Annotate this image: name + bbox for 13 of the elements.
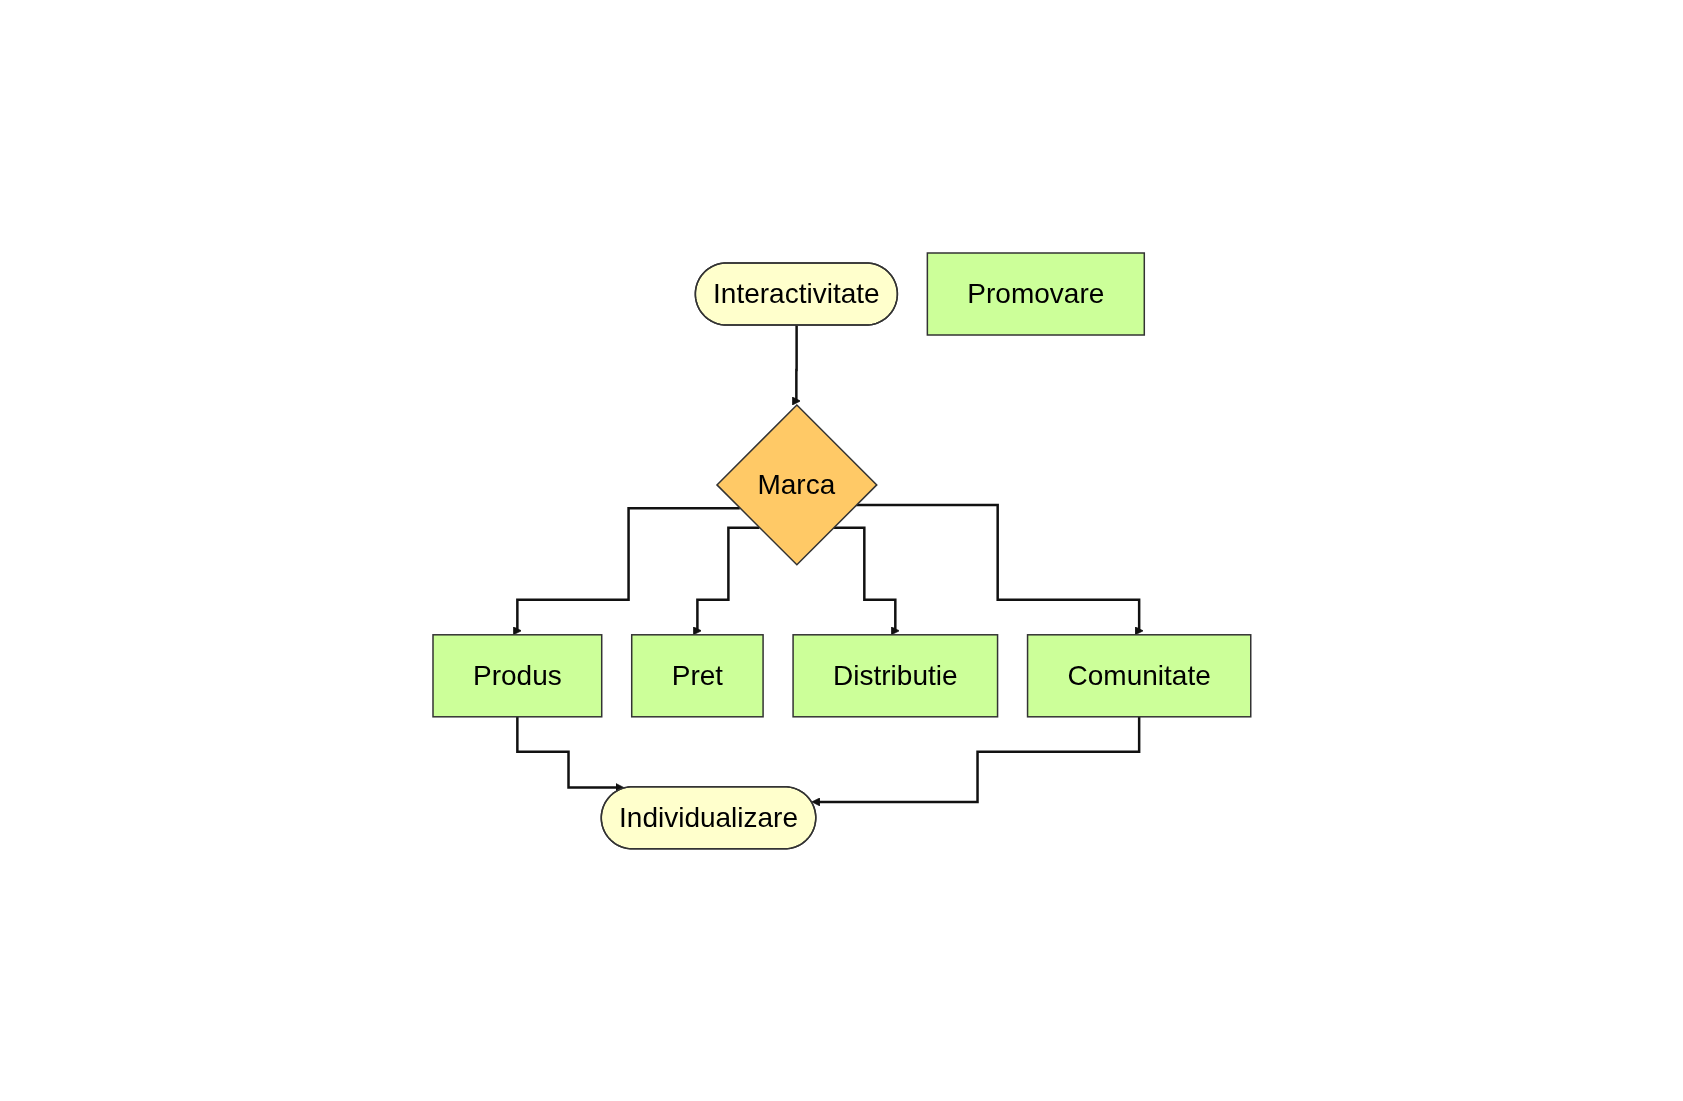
arrow xyxy=(791,323,801,405)
arrow xyxy=(515,715,624,792)
node-box: Distributie xyxy=(791,633,998,718)
arrow xyxy=(832,526,900,635)
arrow xyxy=(692,526,759,635)
arrow xyxy=(811,715,1141,806)
node-box: Promovare xyxy=(926,251,1145,336)
node-box: Comunitate xyxy=(1026,633,1252,718)
node-diamond: Marca xyxy=(715,403,878,566)
arrow xyxy=(512,506,740,635)
node-box: Produs xyxy=(431,633,603,718)
node-box: Pret xyxy=(630,633,764,718)
arrow xyxy=(855,503,1144,635)
